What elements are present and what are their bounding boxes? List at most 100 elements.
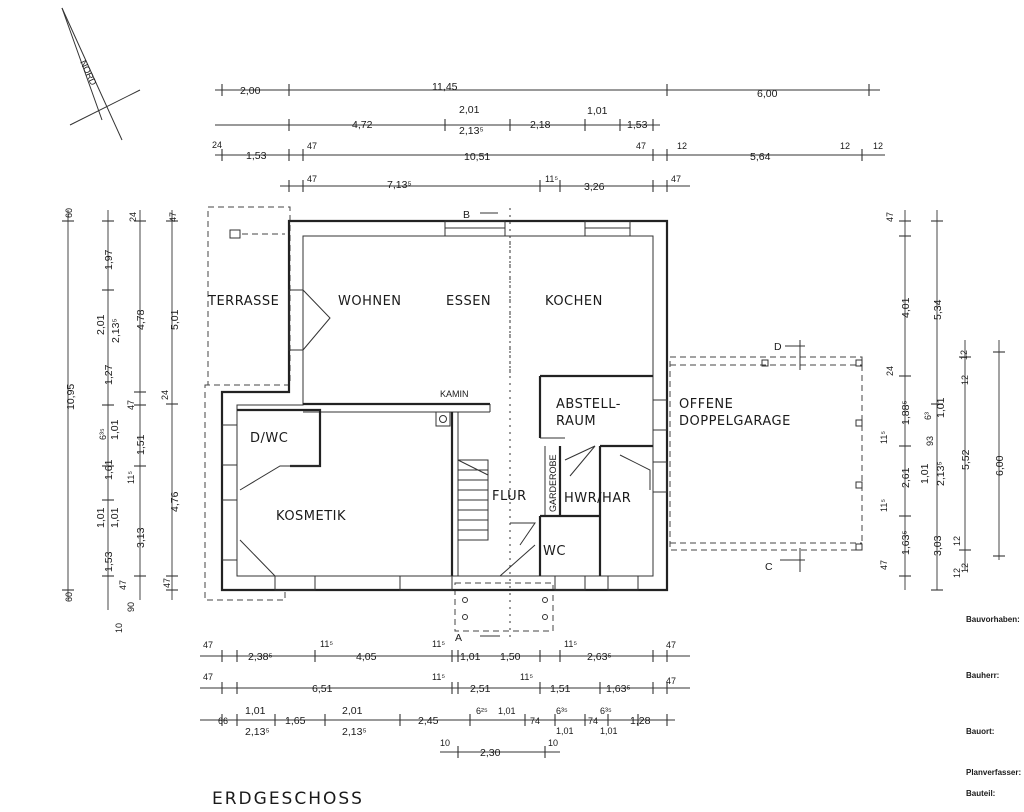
dim-right-16: 6,00 — [994, 455, 1006, 476]
room-labels: TERRASSE WOHNEN ESSEN KOCHEN KAMIN ABSTE… — [207, 294, 790, 559]
dim-right-5: 12 — [960, 375, 970, 385]
dims-top: 2,00 11,45 6,00 4,72 2,01 2,13⁵ 2,18 1,0… — [212, 81, 885, 193]
label-essen: ESSEN — [446, 294, 491, 309]
windows — [221, 220, 668, 591]
dim-top-17: 12 — [840, 141, 850, 151]
dim-bottom-18: 47 — [666, 676, 676, 686]
dim-right-18: 3,03 — [932, 535, 944, 556]
dim-left-20: 47 — [126, 400, 136, 410]
dim-bottom-17: 1,63⁵ — [606, 683, 631, 695]
dim-right-8: 6³ — [923, 412, 933, 420]
dim-bottom-1: 47 — [203, 640, 213, 650]
dim-left-8: 1,27 — [103, 364, 115, 385]
dim-top-22: 3,26 — [584, 181, 605, 193]
dims-right: 47 4,01 5,34 12 12 24 1,88⁵ 6³ 1,01 11⁵ … — [879, 210, 1006, 591]
dims-left: 60 10,95 60 24 1,97 2,01 2,13⁵ 1,27 6³⁵ … — [62, 208, 181, 633]
section-c: C — [765, 561, 773, 573]
dim-left-19: 4,78 — [135, 309, 147, 330]
dim-left-5: 1,97 — [103, 249, 115, 270]
dim-left-1: 60 — [64, 208, 74, 218]
dim-right-12: 2,61 — [900, 467, 912, 488]
entrance-outline — [454, 582, 554, 632]
dim-top-12: 47 — [307, 141, 317, 151]
dim-bottom-13: 11⁵ — [432, 672, 445, 682]
info-planverfasser: Planverfasser: — [966, 768, 1021, 777]
dim-bottom-28: 74 — [530, 716, 540, 726]
north-label: NORD — [78, 59, 98, 88]
dim-top-19: 47 — [307, 174, 317, 184]
dim-left-3: 60 — [64, 592, 74, 602]
dim-top-9: 1,53 — [627, 119, 648, 131]
dim-bottom-34: 1,28 — [630, 715, 651, 727]
label-hwr: HWR/HAR — [564, 491, 631, 506]
dim-top-6: 2,13⁵ — [459, 125, 484, 137]
dim-top-4: 4,72 — [352, 119, 373, 131]
info-bauvorhaben: Bauvorhaben: — [966, 615, 1020, 624]
dim-left-15: 47 — [118, 580, 128, 590]
label-terrasse: TERRASSE — [207, 294, 279, 309]
label-kamin: KAMIN — [440, 389, 469, 399]
dim-right-4: 12 — [959, 350, 969, 360]
dim-bottom-15: 11⁵ — [520, 672, 533, 682]
dim-right-6: 24 — [885, 366, 895, 376]
dim-right-14: 2,13⁵ — [935, 461, 947, 486]
dim-top-11: 1,53 — [246, 150, 267, 162]
dim-right-15: 5,52 — [960, 449, 972, 470]
dim-bottom-5: 11⁵ — [432, 639, 445, 649]
dim-top-1: 2,00 — [240, 85, 261, 97]
label-wc: WC — [543, 544, 566, 559]
dim-left-10: 1,01 — [109, 419, 121, 440]
garage-outline — [669, 356, 863, 551]
dim-left-27: 4,76 — [169, 491, 181, 512]
dim-right-2: 4,01 — [900, 297, 912, 318]
info-bauherr: Bauherr: — [966, 671, 999, 680]
dim-right-20: 12 — [960, 563, 970, 573]
section-a: A — [455, 632, 462, 644]
dim-left-25: 5,01 — [169, 309, 181, 330]
dim-top-5: 2,01 — [459, 104, 480, 116]
dim-left-6: 2,01 — [95, 314, 107, 335]
dim-bottom-26: 6²⁵ — [476, 706, 488, 716]
dim-left-4: 24 — [128, 212, 138, 222]
dim-left-14: 1,53 — [103, 551, 115, 572]
dim-bottom-14: 2,51 — [470, 683, 491, 695]
house-walls — [220, 219, 669, 592]
dim-left-28: 47 — [162, 578, 172, 588]
dim-top-21: 11⁵ — [545, 174, 558, 184]
dim-bottom-27: 1,01 — [498, 706, 516, 716]
dim-bottom-2: 2,38⁵ — [248, 651, 273, 663]
dim-right-10: 11⁵ — [879, 431, 889, 444]
dim-top-23: 47 — [671, 174, 681, 184]
dim-bottom-32: 6³⁵ — [600, 706, 612, 716]
label-abstell-2: RAUM — [556, 414, 596, 429]
dim-right-3: 5,34 — [932, 299, 944, 320]
dim-left-9: 6³⁵ — [98, 428, 108, 440]
doors — [239, 289, 651, 577]
dim-top-14: 47 — [636, 141, 646, 151]
dim-bottom-8: 11⁵ — [564, 639, 577, 649]
dim-top-8: 1,01 — [587, 105, 608, 117]
north-arrow: NORD — [61, 7, 141, 141]
dim-right-11: 93 — [925, 436, 935, 446]
dim-right-22: 1,63⁵ — [900, 530, 912, 555]
dim-bottom-16: 1,51 — [550, 683, 571, 695]
dim-bottom-3: 11⁵ — [320, 639, 333, 649]
dim-left-2: 10,95 — [65, 384, 77, 410]
dim-top-2: 11,45 — [432, 81, 458, 93]
dim-bottom-11: 47 — [203, 672, 213, 682]
info-bauteil: Bauteil: — [966, 789, 995, 798]
dim-bottom-24: 2,13⁵ — [342, 726, 367, 738]
dim-left-13: 1,01 — [109, 507, 121, 528]
dim-right-23: 12 — [952, 568, 962, 578]
dim-bottom-35: 10 — [440, 738, 450, 748]
dim-bottom-31: 74 — [588, 716, 598, 726]
dim-bottom-10: 47 — [666, 640, 676, 650]
dim-bottom-29: 6³⁵ — [556, 706, 568, 716]
dim-bottom-33: 1,01 — [600, 726, 618, 736]
dim-right-7: 1,88⁵ — [900, 400, 912, 425]
dim-top-16: 5,64 — [750, 151, 771, 163]
dim-top-10: 24 — [212, 140, 222, 150]
dim-right-9: 1,01 — [935, 397, 947, 418]
dim-right-21: 47 — [879, 560, 889, 570]
dim-top-15: 12 — [677, 141, 687, 151]
